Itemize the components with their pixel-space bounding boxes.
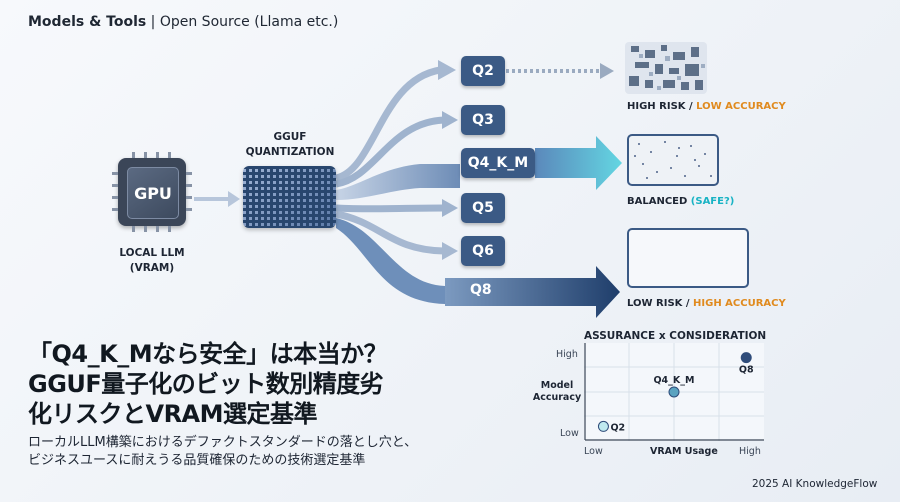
arrow-to-q2 [334,66,441,182]
quant-box-q5: Q5 [461,193,505,223]
scatter-point-q2 [597,420,609,432]
scatter-label-q4: Q4_K_M [653,375,694,386]
quant-box-q2: Q2 [461,56,505,86]
scatter-plot: Q2 Q4_K_M Q8 [584,343,764,441]
arrow-to-q4 [336,164,460,200]
header-brand: Models & Tools [28,14,147,30]
scatter-point-q4 [668,386,680,398]
clean-preview-q8 [627,228,749,288]
scatter-point-q8 [740,352,752,364]
chart-xlabel: VRAM Usage [650,446,718,457]
x-tick-high: High [739,446,761,457]
x-tick-low: Low [584,446,603,457]
quant-label-q8: Q8 [470,282,492,298]
y-tick-high: High [556,349,578,360]
outcome-label-q2: HIGH RISK / LOW ACCURACY [627,101,786,112]
quant-box-q3: Q3 [461,105,505,135]
page-subtitle: ローカルLLM構築におけるデファクトスタンダードの落とし穴と、 ビジネスユースに… [28,435,418,468]
gpu-chip: GPU [112,152,192,232]
header-context: Open Source (Llama etc.) [159,14,339,30]
gpu-to-gguf-arrow [194,191,240,207]
header: Models & Tools | Open Source (Llama etc.… [28,14,338,30]
footer-credit: 2025 AI KnowledgeFlow [752,478,878,490]
noisy-preview-q2 [625,42,707,94]
gpu-caption: LOCAL LLM(VRAM) [119,247,185,274]
header-separator: | [146,14,160,30]
quant-box-q4-k-m: Q4_K_M [461,148,535,178]
balanced-preview-q4 [627,134,719,186]
chart-title: ASSURANCE x CONSIDERATION [584,330,767,342]
scatter-label-q8: Q8 [739,365,754,376]
y-tick-low: Low [560,428,579,439]
gpu-chip-label: GPU [127,167,179,219]
outcome-label-q4: BALANCED (SAFE?) [627,196,735,207]
arrow-to-q8 [336,218,445,304]
scatter-label-q2: Q2 [610,422,625,433]
arrow-to-q6 [335,210,445,255]
quant-box-q6: Q6 [461,236,505,266]
gguf-matrix-icon [243,166,336,228]
page-title: 「Q4_K_Mなら安全」は本当か？ GGUF量子化のビット数別精度劣 化リスクと… [28,340,388,428]
arrow-to-q5 [335,204,445,213]
arrow-to-q3 [335,116,445,188]
outcome-label-q8: LOW RISK / HIGH ACCURACY [627,298,786,309]
